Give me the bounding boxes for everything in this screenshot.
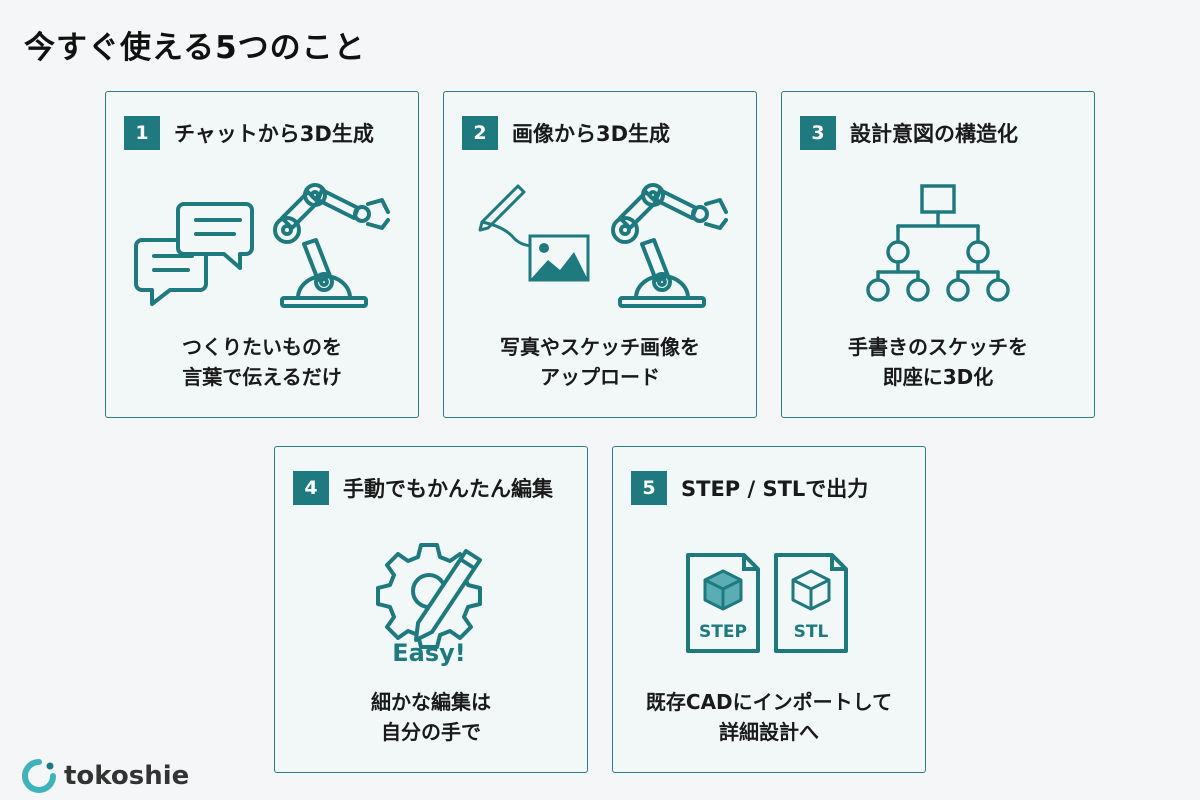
card-title: 手動でもかんたん編集 (343, 477, 553, 501)
card-header: 2 画像から3D生成 (462, 116, 670, 150)
card-description-line: つくりたいものを (182, 335, 342, 359)
card-header: 1 チャットから3D生成 (124, 116, 374, 150)
card-title: チャットから3D生成 (174, 122, 374, 146)
card-description-line: 即座に3D化 (882, 365, 994, 389)
card-description-line: 写真やスケッチ画像を (500, 335, 700, 359)
robot-arm-icon (273, 183, 390, 308)
card-description-line: 手書きのスケッチを (848, 335, 1028, 359)
card-number-badge: 5 (631, 471, 667, 505)
card-title: 設計意図の構造化 (850, 122, 1018, 146)
card-title: 画像から3D生成 (512, 122, 671, 146)
step-file-icon: STEP (686, 553, 760, 653)
card-description-line: 自分の手で (381, 720, 481, 744)
easy-label: Easy! (392, 639, 465, 667)
card-title: STEP / STLで出力 (681, 477, 869, 501)
logo-text: tokoshie (64, 761, 190, 791)
card-description: 写真やスケッチ画像を アップロード (444, 332, 756, 392)
brand-logo: tokoshie (20, 757, 189, 795)
stl-label: STL (794, 622, 829, 642)
image-to-3d-illustration (478, 183, 728, 308)
image-icon (528, 234, 590, 282)
feature-card-manual-edit: 4 手動でもかんたん編集 Easy! 細かな編集は 自分の手で (274, 446, 588, 773)
pen-icon (478, 184, 536, 248)
logo-ring-icon (22, 759, 56, 793)
card-illustration: STEP STL (613, 547, 925, 677)
card-header: 3 設計意図の構造化 (800, 116, 1018, 150)
tree-diagram-icon (866, 184, 1010, 302)
chat-bubbles-icon (134, 202, 254, 306)
card-description: 手書きのスケッチを 即座に3D化 (782, 332, 1094, 392)
card-description-line: 細かな編集は (371, 690, 491, 714)
card-description: つくりたいものを 言葉で伝えるだけ (106, 332, 418, 392)
card-illustration (782, 178, 1094, 308)
step-label: STEP (699, 622, 747, 642)
feature-card-image-to-3d: 2 画像から3D生成 (443, 91, 757, 418)
card-illustration (444, 178, 756, 308)
card-header: 5 STEP / STLで出力 (631, 471, 868, 505)
stl-file-icon: STL (774, 553, 848, 653)
card-illustration: Easy! (275, 531, 587, 667)
file-export-illustration: STEP STL (686, 553, 848, 653)
card-number-badge: 1 (124, 116, 160, 150)
feature-card-chat-to-3d: 1 チャットから3D生成 (105, 91, 419, 418)
card-description-line: 既存CADにインポートして (645, 690, 893, 714)
card-description-line: 詳細設計へ (719, 720, 819, 744)
gear-pencil-icon: Easy! (376, 543, 482, 667)
card-number-badge: 4 (293, 471, 329, 505)
card-number-badge: 2 (462, 116, 498, 150)
card-description-line: 言葉で伝えるだけ (182, 365, 342, 389)
card-header: 4 手動でもかんたん編集 (293, 471, 553, 505)
card-illustration (106, 178, 418, 308)
page-title: 今すぐ使える5つのこと (24, 30, 366, 66)
feature-card-structuring: 3 設計意図の構造化 (781, 91, 1095, 418)
card-description: 細かな編集は 自分の手で (275, 687, 587, 747)
card-description-line: アップロード (540, 365, 660, 389)
card-number-badge: 3 (800, 116, 836, 150)
chat-to-3d-illustration (134, 183, 390, 308)
robot-arm-icon (611, 183, 728, 308)
feature-card-export: 5 STEP / STLで出力 STEP STL 既存CADにインポートして 詳… (612, 446, 926, 773)
card-description: 既存CADにインポートして 詳細設計へ (613, 687, 925, 747)
